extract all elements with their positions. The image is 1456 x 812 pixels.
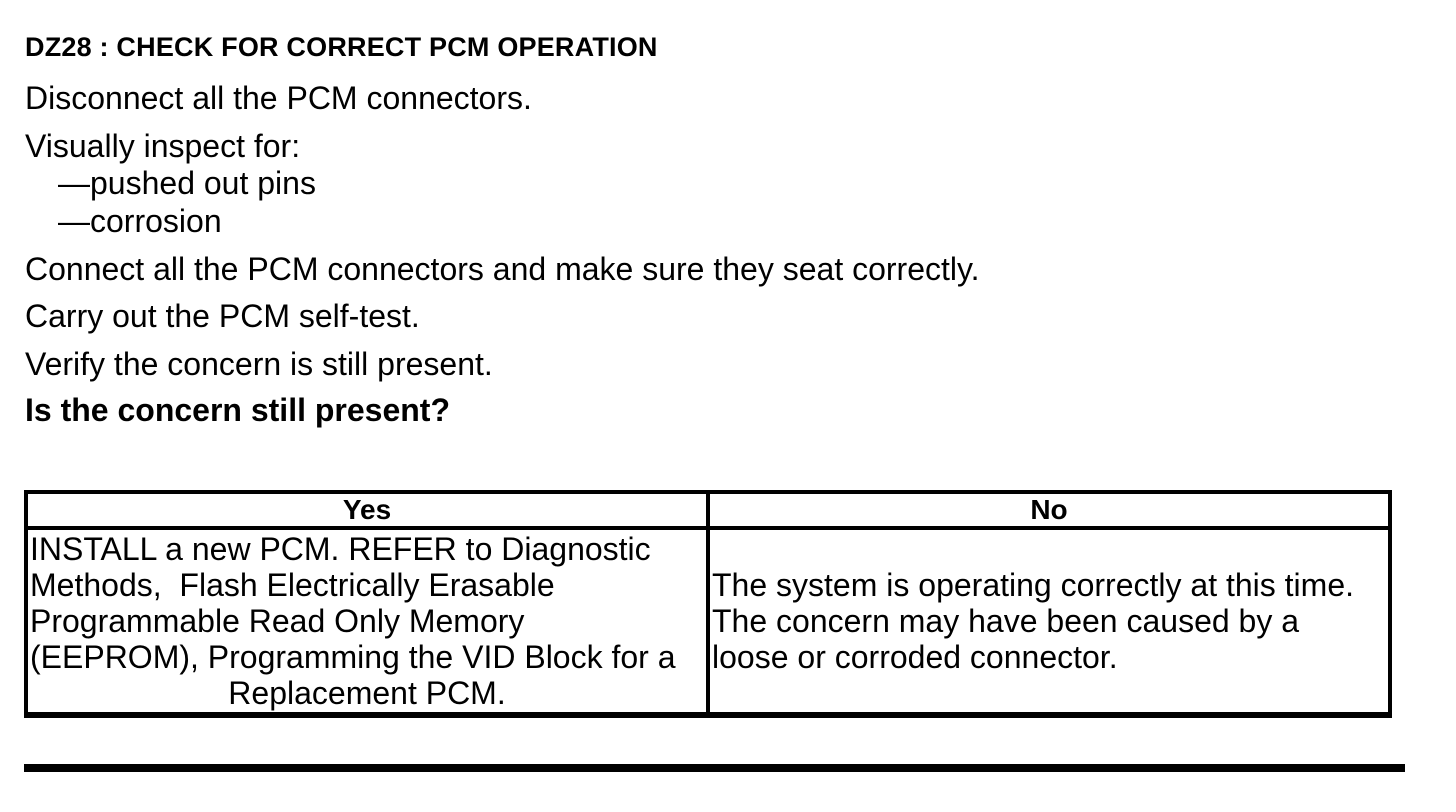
inspect-item-pushed-pins: —pushed out pins: [58, 165, 316, 201]
no-column-header: No: [706, 490, 1392, 530]
decision-question: Is the concern still present?: [25, 392, 450, 428]
yes-cell-line: Replacement PCM.: [228, 675, 506, 711]
no-cell-line: The concern may have been caused by a: [712, 603, 1300, 639]
inspect-item-corrosion: —corrosion: [58, 203, 222, 239]
yes-action-cell: INSTALL a new PCM. REFER to Diagnostic M…: [24, 526, 710, 717]
results-header-row: Yes No: [24, 490, 1392, 530]
step-connect: Connect all the PCM connectors and make …: [25, 251, 980, 287]
step-selftest: Carry out the PCM self-test.: [25, 298, 420, 334]
no-action-cell: The system is operating correctly at thi…: [706, 526, 1392, 717]
procedure-title: DZ28 : CHECK FOR CORRECT PCM OPERATION: [25, 32, 658, 62]
yes-cell-line: Programmable Read Only Memory: [30, 603, 525, 639]
no-cell-line: loose or corroded connector.: [712, 639, 1118, 675]
results-table: Yes No INSTALL a new PCM. REFER to Diagn…: [24, 490, 1392, 718]
step-verify: Verify the concern is still present.: [25, 346, 493, 382]
yes-cell-line: Methods, Flash Electrically Erasable: [30, 567, 555, 603]
yes-column-header: Yes: [24, 490, 710, 530]
step-disconnect: Disconnect all the PCM connectors.: [25, 80, 532, 116]
no-cell-line: The system is operating correctly at thi…: [712, 567, 1354, 603]
results-body-row: INSTALL a new PCM. REFER to Diagnostic M…: [24, 526, 1392, 717]
page-bottom-rule: [24, 764, 1405, 772]
yes-cell-line: INSTALL a new PCM. REFER to Diagnostic: [30, 531, 651, 567]
step-inspect-intro: Visually inspect for:: [25, 128, 301, 164]
yes-cell-line: (EEPROM), Programming the VID Block for …: [30, 639, 676, 675]
